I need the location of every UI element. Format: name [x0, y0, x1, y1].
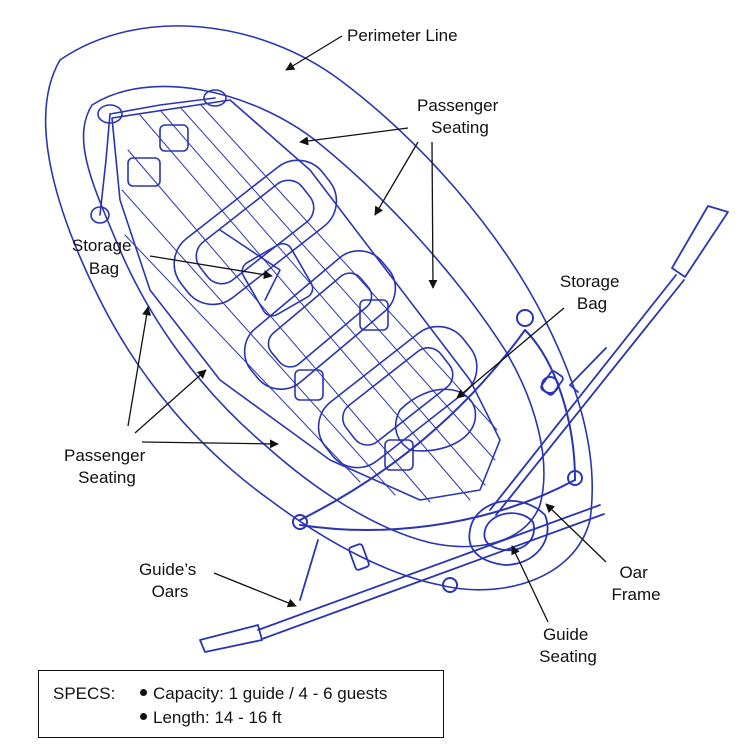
- label-perimeter-line: Perimeter Line: [347, 26, 458, 45]
- storage-bag-left: [241, 242, 314, 317]
- specs-box: SPECS: Capacity: 1 guide / 4 - 6 guests …: [38, 670, 444, 738]
- spec-length-text: Length: 14 - 16 ft: [153, 708, 282, 727]
- arrow-passenger-left-1: [127, 306, 152, 427]
- bullet-icon: [140, 689, 147, 697]
- arrow-passenger-top-1: [299, 127, 409, 146]
- label-storage-bag-left: Storage Bag: [72, 236, 136, 278]
- arrow-guide-seating: [511, 545, 549, 623]
- floor-slats: [121, 103, 498, 503]
- guides-oars: [199, 205, 729, 653]
- label-passenger-seating-left: Passenger Seating: [64, 446, 150, 487]
- storage-bag-right: [394, 388, 477, 452]
- callout-labels: Perimeter Line Passenger Seating Storage…: [64, 26, 661, 666]
- arrow-oar-frame: [545, 503, 607, 563]
- raft-outer-tube: [44, 25, 594, 591]
- specs-heading: SPECS:: [53, 684, 116, 703]
- spec-capacity-text: Capacity: 1 guide / 4 - 6 guests: [153, 684, 388, 703]
- raft-inner-tube: [82, 85, 545, 548]
- thwart-1: [173, 159, 338, 306]
- label-oar-frame: Oar Frame: [611, 563, 660, 604]
- arrow-perimeter-line: [285, 35, 343, 71]
- bullet-icon: [140, 713, 147, 721]
- arrow-guides-oars: [213, 572, 297, 608]
- arrow-storage-bag-left: [149, 255, 273, 280]
- spec-item-length: Length: 14 - 16 ft: [140, 708, 282, 728]
- guide-seat: [468, 499, 549, 566]
- label-guide-seating: Guide Seating: [539, 625, 597, 666]
- arrow-passenger-left-3: [141, 439, 279, 449]
- label-storage-bag-right: Storage Bag: [560, 272, 624, 313]
- label-guides-oars: Guide’s Oars: [139, 560, 201, 601]
- spec-item-capacity: Capacity: 1 guide / 4 - 6 guests: [140, 684, 387, 704]
- arrow-storage-bag-right: [456, 307, 565, 399]
- bow-fittings: [90, 89, 227, 224]
- raft-illustration: [44, 25, 729, 653]
- raft-floor: [111, 99, 501, 501]
- thwart-3: [317, 325, 478, 469]
- arrow-passenger-top-3: [428, 141, 438, 289]
- arrow-passenger-top-2: [374, 141, 419, 216]
- callout-arrows: [127, 35, 607, 623]
- thwart-2: [243, 250, 397, 401]
- arrow-passenger-left-2: [134, 369, 207, 434]
- label-passenger-seating-top: Passenger Seating: [417, 96, 503, 137]
